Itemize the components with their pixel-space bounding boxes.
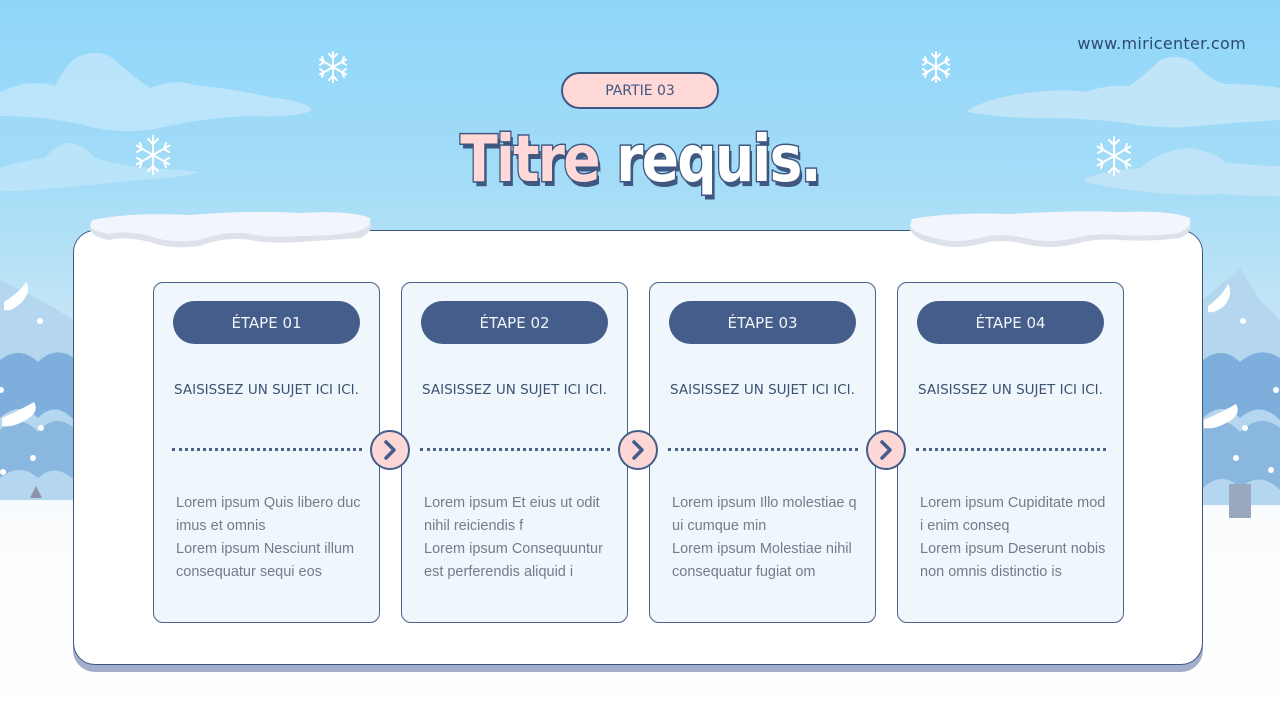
chevron-right-icon (880, 440, 892, 460)
step-body-line: Lorem ipsum Quis libero ducimus et omnis (176, 495, 361, 534)
step-label-pill: ÉTAPE 02 (421, 301, 608, 344)
dotted-divider (668, 448, 858, 451)
dotted-divider (172, 448, 362, 451)
step-body: Lorem ipsum Illo molestiae qui cumque mi… (672, 492, 858, 584)
step-body: Lorem ipsum Quis libero ducimus et omnis… (176, 492, 362, 584)
dotted-divider (420, 448, 610, 451)
website-url: www.miricenter.com (1077, 34, 1246, 53)
page-title: Titre requis. (90, 120, 1191, 200)
step-body-line: Lorem ipsum Et eius ut odit nihil reicie… (424, 495, 600, 534)
dotted-divider (916, 448, 1106, 451)
step-subject: SAISISSEZ UN SUJET ICI ICI. (174, 382, 359, 398)
step-card: ÉTAPE 03 SAISISSEZ UN SUJET ICI ICI. Lor… (649, 282, 876, 623)
step-card: ÉTAPE 01 SAISISSEZ UN SUJET ICI ICI. Lor… (153, 282, 380, 623)
next-step-arrow[interactable] (618, 430, 658, 470)
next-step-arrow[interactable] (370, 430, 410, 470)
step-subject: SAISISSEZ UN SUJET ICI ICI. (422, 382, 607, 398)
step-body-line: Lorem ipsum Cupiditate modi enim conseq (920, 495, 1106, 534)
pine-tree-icon (0, 280, 74, 500)
step-subject: SAISISSEZ UN SUJET ICI ICI. (918, 382, 1103, 398)
step-body-line: Lorem ipsum Molestiae nihil consequatur … (672, 541, 852, 580)
step-body-line: Lorem ipsum Consequuntur est perferendis… (424, 541, 603, 580)
pine-tree-icon (1203, 268, 1280, 518)
step-label-pill: ÉTAPE 01 (173, 301, 360, 344)
step-subject: SAISISSEZ UN SUJET ICI ICI. (670, 382, 855, 398)
step-body: Lorem ipsum Cupiditate modi enim conseq … (920, 492, 1106, 584)
step-card: ÉTAPE 04 SAISISSEZ UN SUJET ICI ICI. Lor… (897, 282, 1124, 623)
chevron-right-icon (632, 440, 644, 460)
step-card: ÉTAPE 02 SAISISSEZ UN SUJET ICI ICI. Lor… (401, 282, 628, 623)
step-body-line: Lorem ipsum Nesciunt illum consequatur s… (176, 541, 355, 580)
title-part-2: requis. (615, 122, 823, 199)
step-label-pill: ÉTAPE 03 (669, 301, 856, 344)
part-label-pill: PARTIE 03 (561, 72, 719, 109)
step-label-pill: ÉTAPE 04 (917, 301, 1104, 344)
next-step-arrow[interactable] (866, 430, 906, 470)
title-part-1: Titre (459, 122, 602, 199)
chevron-right-icon (384, 440, 396, 460)
step-body: Lorem ipsum Et eius ut odit nihil reicie… (424, 492, 610, 584)
step-body-line: Lorem ipsum Deserunt nobis non omnis dis… (920, 541, 1106, 580)
step-body-line: Lorem ipsum Illo molestiae qui cumque mi… (672, 495, 857, 534)
